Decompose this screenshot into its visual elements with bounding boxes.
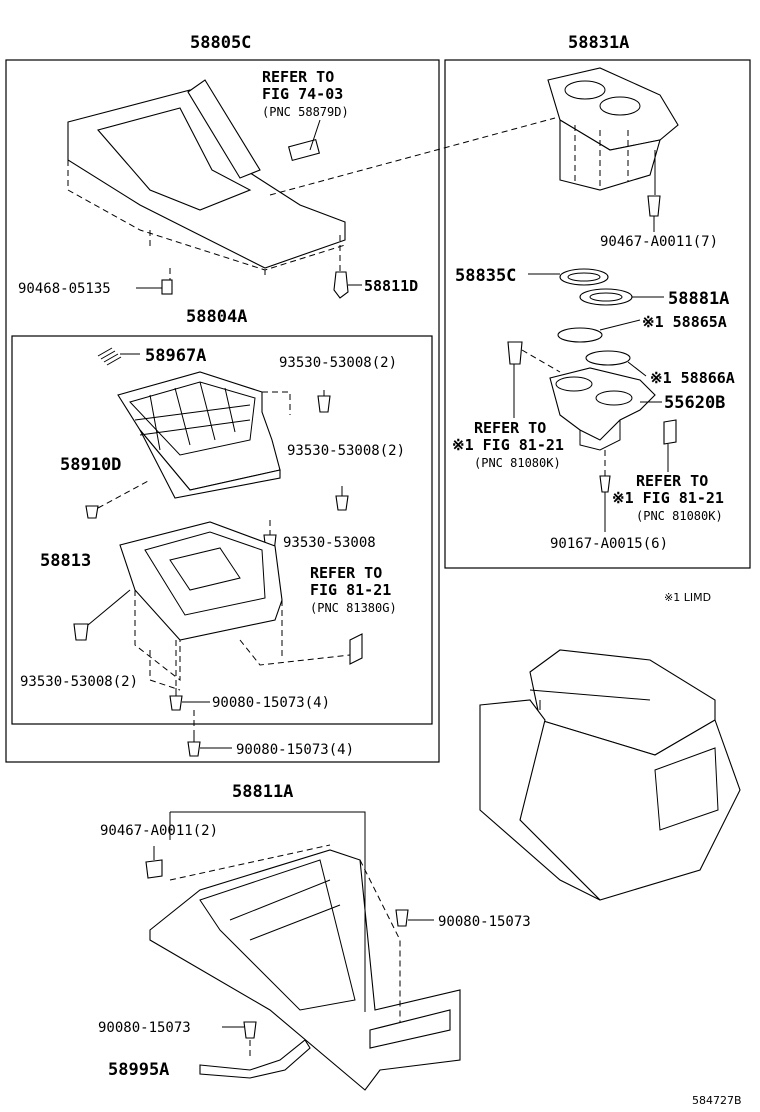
connector-81080k-b-icon bbox=[663, 419, 677, 472]
label-90080-15073-d[interactable]: 90080-15073 bbox=[98, 1020, 191, 1036]
connector-81380g-icon bbox=[349, 633, 363, 665]
label-93530-53008-c[interactable]: 93530-53008 bbox=[283, 535, 376, 551]
label-58967a[interactable]: 58967A bbox=[145, 346, 206, 366]
label-58835c[interactable]: 58835C bbox=[455, 266, 516, 286]
label-58811a[interactable]: 58811A bbox=[232, 782, 293, 802]
bracket-58995a-icon bbox=[199, 1039, 311, 1079]
ring-58835c-icon bbox=[528, 268, 609, 286]
refer-74-03-line1: REFER TO bbox=[262, 68, 334, 86]
label-58865a[interactable]: ※1 58865A bbox=[642, 313, 727, 331]
refer-81-21-line2[interactable]: FIG 81-21 bbox=[310, 581, 391, 599]
label-93530-53008-b[interactable]: 93530-53008(2) bbox=[287, 443, 405, 459]
clip-90468-icon bbox=[136, 279, 173, 295]
refer-81080k-a-line1: REFER TO bbox=[474, 419, 546, 437]
box-lower-58813-drawing bbox=[119, 521, 351, 691]
clip-90467-b-icon bbox=[145, 846, 163, 879]
label-55620b[interactable]: 55620B bbox=[664, 393, 725, 413]
label-58831a[interactable]: 58831A bbox=[568, 33, 629, 53]
label-58804a[interactable]: 58804A bbox=[186, 307, 247, 327]
label-58881a[interactable]: 58881A bbox=[668, 289, 729, 309]
refer-81080k-b-line1: REFER TO bbox=[636, 472, 708, 490]
note-limd: ※1 LIMD bbox=[664, 591, 711, 604]
label-90080-15073-a[interactable]: 90080-15073(4) bbox=[212, 695, 330, 711]
spring-58967a-icon bbox=[97, 347, 140, 366]
bolt-90080-a-icon bbox=[169, 640, 210, 711]
figure-code: 584727B bbox=[692, 1094, 742, 1107]
refer-81080k-b-line2[interactable]: ※1 FIG 81-21 bbox=[612, 489, 724, 507]
ring-58866a-icon bbox=[585, 350, 647, 377]
console-lower-58811a-drawing bbox=[149, 820, 461, 1091]
label-93530-53008-a[interactable]: 93530-53008(2) bbox=[279, 355, 397, 371]
refer-81-21-line3: (PNC 81380G) bbox=[310, 601, 397, 615]
label-90467-a0011-a[interactable]: 90467-A0011(7) bbox=[600, 234, 718, 250]
bolt-90080-d-icon bbox=[222, 1021, 257, 1060]
screw-93530-b-icon bbox=[269, 486, 349, 540]
refer-81080k-a-line2[interactable]: ※1 FIG 81-21 bbox=[452, 436, 564, 454]
label-90468-05135[interactable]: 90468-05135 bbox=[18, 281, 111, 297]
box-lid-drawing bbox=[117, 371, 291, 499]
label-58805c[interactable]: 58805C bbox=[190, 33, 251, 53]
label-93530-53008-d[interactable]: 93530-53008(2) bbox=[20, 674, 138, 690]
label-90467-a0011-b[interactable]: 90467-A0011(2) bbox=[100, 823, 218, 839]
bolt-90080-b-icon bbox=[187, 710, 232, 757]
label-90080-15073-b[interactable]: 90080-15073(4) bbox=[236, 742, 354, 758]
ring-58865a-icon bbox=[557, 319, 641, 343]
screw-58910d-icon bbox=[85, 479, 151, 519]
leader-58811a bbox=[170, 811, 366, 820]
connector-81080k-a-icon bbox=[507, 341, 561, 418]
refer-81080k-a-line3: (PNC 81080K) bbox=[474, 456, 561, 470]
screw-90167-icon bbox=[599, 450, 611, 532]
cup-55620b-drawing bbox=[549, 367, 662, 451]
screw-93530-d-icon bbox=[73, 589, 131, 641]
bolt-90080-c-icon bbox=[395, 909, 434, 927]
label-90167-a0015[interactable]: 90167-A0015(6) bbox=[550, 536, 668, 552]
ring-58881a-icon bbox=[579, 288, 664, 306]
refer-81080k-b-line3: (PNC 81080K) bbox=[636, 509, 723, 523]
screw-93530-icon bbox=[317, 390, 331, 413]
frame-58831a bbox=[444, 59, 751, 569]
label-58866a[interactable]: ※1 58866A bbox=[650, 369, 735, 387]
refer-74-03-line2[interactable]: FIG 74-03 bbox=[262, 85, 343, 103]
refer-74-03-line3: (PNC 58879D) bbox=[262, 105, 349, 119]
clip-90467-a-icon bbox=[647, 195, 661, 232]
label-90080-15073-c[interactable]: 90080-15073 bbox=[438, 914, 531, 930]
clip-58811d-icon bbox=[333, 271, 362, 299]
frame-58804a bbox=[11, 335, 433, 725]
frame-58805c bbox=[5, 59, 440, 763]
label-58995a[interactable]: 58995A bbox=[108, 1060, 169, 1080]
console-box-illustration bbox=[479, 649, 741, 901]
label-58910d[interactable]: 58910D bbox=[60, 455, 121, 475]
label-58811d[interactable]: 58811D bbox=[364, 277, 418, 295]
cup-holder-58831a-drawing bbox=[547, 67, 679, 195]
refer-81-21-line1: REFER TO bbox=[310, 564, 382, 582]
label-58813[interactable]: 58813 bbox=[40, 551, 91, 571]
console-upper-panel-drawing bbox=[67, 79, 556, 280]
